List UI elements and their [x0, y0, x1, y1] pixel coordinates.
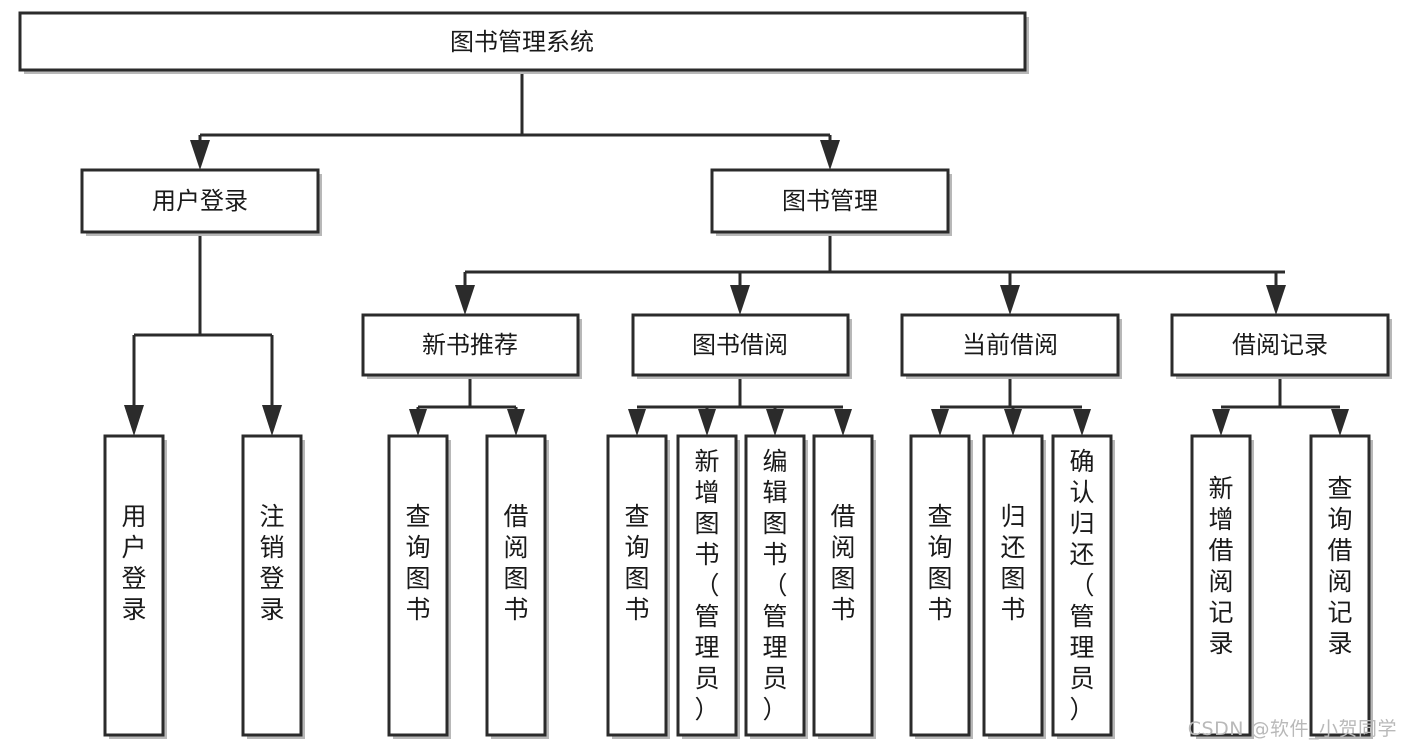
node-new-book-rec-box: [361, 313, 580, 377]
leaf-user-login[interactable]: 用户登录: [103, 434, 167, 739]
arrowhead-borrow-query-book: [628, 409, 646, 436]
leaf-rec-borrow-book-box: [485, 434, 547, 737]
node-new-book-rec-label: 新书推荐: [422, 331, 518, 359]
arrowhead-current-borrow: [1000, 285, 1020, 315]
node-root[interactable]: 图书管理系统: [18, 11, 1029, 74]
leaf-borrow-borrow-book-box: [812, 434, 874, 737]
leaf-logout-box: [241, 434, 303, 737]
leaf-rec-query-book-box: [387, 434, 449, 737]
leaf-user-login-box: [103, 434, 165, 737]
leaf-logout[interactable]: 注销登录: [241, 434, 305, 739]
leaf-rec-add-record-box: [1190, 434, 1252, 737]
leaf-borrow-query-book-label: 查询图书: [624, 502, 649, 624]
leaf-cur-confirm-return[interactable]: 确认归还（管理员）: [1051, 434, 1115, 739]
arrowhead-borrow-record: [1266, 285, 1286, 315]
arrowhead-cur-query-book: [931, 409, 949, 436]
leaf-cur-return-book-box: [982, 434, 1044, 737]
leaf-cur-confirm-return-box: [1051, 434, 1113, 737]
leaf-borrow-query-book[interactable]: 查询图书: [606, 434, 670, 739]
arrowhead-rec-borrow-book: [507, 409, 525, 436]
arrowhead-leaf-user-login: [124, 405, 144, 436]
leaf-borrow-add-book[interactable]: 新增图书（管理员）: [676, 434, 740, 739]
leaf-rec-add-record-label: 新增借阅记录: [1208, 474, 1233, 658]
leaf-cur-confirm-return-label: 确认归还（管理员）: [1069, 447, 1094, 724]
arrowhead-new-book-rec: [455, 285, 475, 315]
leaf-rec-borrow-book-label: 借阅图书: [503, 502, 528, 624]
leaf-rec-query-record[interactable]: 查询借阅记录: [1309, 434, 1373, 739]
node-book-mgmt-label: 图书管理: [782, 187, 878, 215]
node-user-login-label: 用户登录: [152, 187, 248, 215]
leaf-logout-label: 注销登录: [259, 502, 284, 624]
connector-layer: [124, 70, 1349, 436]
leaf-borrow-edit-book-label: 编辑图书（管理员）: [762, 447, 787, 724]
leaf-rec-borrow-book[interactable]: 借阅图书: [485, 434, 549, 739]
node-user-login[interactable]: 用户登录: [80, 168, 322, 236]
node-borrow-record[interactable]: 借阅记录: [1170, 313, 1392, 379]
leaf-user-login-label: 用户登录: [121, 502, 146, 624]
leaf-borrow-add-book-label: 新增图书（管理员）: [694, 447, 719, 724]
leaf-cur-query-book-box: [909, 434, 971, 737]
node-book-borrow-label: 图书借阅: [692, 331, 788, 359]
leaf-borrow-borrow-book[interactable]: 借阅图书: [812, 434, 876, 739]
arrowhead-borrow-borrow-book: [834, 409, 852, 436]
node-borrow-record-label: 借阅记录: [1232, 331, 1328, 359]
arrowhead-book-mgmt: [820, 140, 840, 170]
arrowhead-cur-confirm-return: [1073, 409, 1091, 436]
leaf-borrow-edit-book[interactable]: 编辑图书（管理员）: [744, 434, 808, 739]
node-new-book-rec[interactable]: 新书推荐: [361, 313, 582, 379]
leaf-rec-query-book[interactable]: 查询图书: [387, 434, 451, 739]
arrowhead-leaf-logout: [262, 405, 282, 436]
leaf-cur-query-book[interactable]: 查询图书: [909, 434, 973, 739]
node-book-borrow[interactable]: 图书借阅: [631, 313, 852, 379]
arrowhead-book-borrow: [730, 285, 750, 315]
arrowhead-cur-return-book: [1004, 409, 1022, 436]
leaf-rec-query-record-box: [1309, 434, 1371, 737]
leaf-cur-return-book[interactable]: 归还图书: [982, 434, 1046, 739]
leaf-borrow-query-book-box: [606, 434, 668, 737]
leaf-rec-add-record[interactable]: 新增借阅记录: [1190, 434, 1254, 739]
leaf-borrow-edit-book-box: [744, 434, 806, 737]
node-current-borrow-label: 当前借阅: [962, 331, 1058, 359]
leaf-layer: 用户登录 注销登录 查询图书 借阅图书 查询图书: [103, 434, 1373, 739]
leaf-cur-return-book-label: 归还图书: [1000, 502, 1025, 624]
leaf-cur-query-book-label: 查询图书: [927, 502, 952, 624]
arrowhead-user-login: [190, 140, 210, 170]
node-current-borrow-box: [900, 313, 1120, 377]
node-root-box: [18, 11, 1027, 72]
leaf-rec-query-record-label: 查询借阅记录: [1327, 474, 1352, 658]
node-current-borrow[interactable]: 当前借阅: [900, 313, 1122, 379]
node-book-mgmt[interactable]: 图书管理: [710, 168, 952, 236]
arrowhead-rec-add-record: [1212, 409, 1230, 436]
leaf-borrow-borrow-book-label: 借阅图书: [830, 502, 855, 624]
node-borrow-record-box: [1170, 313, 1390, 377]
arrowhead-borrow-edit-book: [766, 409, 784, 436]
arrowhead-borrow-add-book: [698, 409, 716, 436]
leaf-borrow-add-book-box: [676, 434, 738, 737]
arrowhead-rec-query-record: [1331, 409, 1349, 436]
node-user-login-box: [80, 168, 320, 234]
node-book-borrow-box: [631, 313, 850, 377]
arrowhead-rec-query-book: [409, 409, 427, 436]
node-root-label: 图书管理系统: [450, 28, 594, 56]
node-book-mgmt-box: [710, 168, 950, 234]
leaf-rec-query-book-label: 查询图书: [405, 502, 430, 624]
